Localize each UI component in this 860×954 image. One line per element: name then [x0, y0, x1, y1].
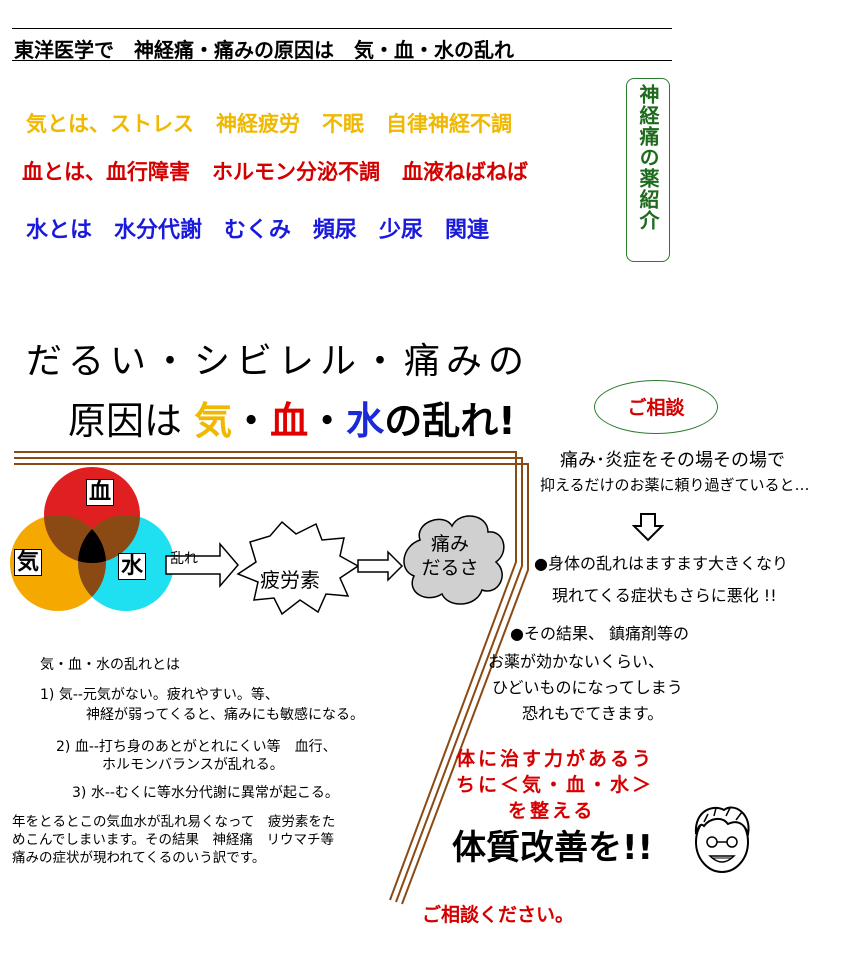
explanation-paragraph: 痛みの症状が現われてくるのいう訳です。	[12, 850, 266, 866]
warning-subheading: 抑えるだけのお薬に頼り過ぎていると…	[540, 476, 810, 494]
bullet2-line2: お薬が効かないくらい、	[488, 652, 665, 671]
pain-label-line2: だるさ	[421, 557, 479, 579]
ki-item: 不眠	[322, 112, 364, 136]
headline-line1: だるい・シビレル・痛みの	[26, 341, 531, 382]
headline-ketsu: 血	[270, 399, 309, 443]
healing-line3: を整える	[508, 800, 596, 822]
medicine-intro-label[interactable]: 神経痛の薬紹介	[636, 84, 660, 231]
venn-overlap-ketsu-mizu	[78, 515, 140, 563]
venn-label-ki: 気	[14, 549, 43, 576]
explanation-item1-b: 神経が弱ってくると、痛みにも敏感になる。	[86, 707, 365, 723]
pharmacist-face-icon	[694, 806, 750, 873]
mizu-item: 少尿	[378, 218, 423, 243]
arrow-down-icon	[632, 513, 664, 542]
pain-label-line1: 痛み	[430, 533, 469, 555]
headline-dot: ・	[232, 399, 271, 443]
ki-item: 気とは、ストレス	[26, 112, 194, 136]
pain-label: 痛み だるさ	[402, 532, 498, 580]
bullet2-line1: ●その結果、 鎮痛剤等の	[510, 624, 690, 643]
bullet2-line3: ひどいものになってしまう	[492, 678, 683, 697]
bullet2-line4: 恐れもでてきます。	[522, 704, 664, 723]
mizu-summary-line: 水とは水分代謝むくみ頻尿少尿関連	[26, 212, 511, 244]
mizu-item: 頻尿	[312, 218, 357, 243]
arrow-right-icon	[357, 550, 404, 582]
bullet1-line1: ●身体の乱れはますます大きくなり	[534, 554, 788, 573]
fatigue-label: 疲労素	[260, 568, 320, 592]
bullet1-line2: 現れてくる症状もさらに悪化 !!	[552, 586, 777, 605]
explanation-title: 気・血・水の乱れとは	[40, 657, 180, 673]
healing-line1: 体に治す力があるう	[456, 748, 655, 770]
healing-line2: ちに＜気・血・水＞	[456, 774, 655, 796]
footer-consult-link[interactable]: ご相談ください。	[422, 904, 575, 926]
medicine-intro-link[interactable]	[626, 78, 670, 262]
mizu-item: 水とは	[26, 218, 93, 243]
mizu-item: 水分代謝	[114, 218, 203, 243]
explanation-paragraph: めこんでしまいます。その結果 神経痛 リウマチ等	[12, 832, 334, 848]
ketsu-item: ホルモン分泌不調	[212, 160, 380, 184]
header-rule-bottom	[12, 60, 672, 61]
headline-suffix: の乱れ!	[384, 399, 516, 443]
ki-summary-line: 気とは、ストレス神経疲労不眠自律神経不調	[26, 108, 534, 138]
page-title: 東洋医学で 神経痛・痛みの原因は 気・血・水の乱れ	[14, 38, 514, 62]
ki-item: 神経疲労	[216, 112, 300, 136]
header-rule-top	[12, 28, 672, 29]
headline-ki: 気	[194, 399, 233, 443]
cause-label: 乱れ	[170, 551, 198, 567]
explanation-item2-a: 2) 血--打ち身のあとがとれにくい等 血行、	[56, 739, 337, 755]
headline-dot: ・	[308, 399, 347, 443]
venn-label-ketsu: 血	[86, 479, 115, 506]
headline-prefix: 原因は	[68, 399, 183, 443]
venn-overlap-ki-ketsu	[44, 515, 106, 563]
arrow-right-icon	[165, 541, 239, 589]
consult-button-label[interactable]: ご相談	[627, 397, 685, 419]
ketsu-item: 血とは、血行障害	[22, 160, 190, 184]
mizu-item: 関連	[444, 218, 489, 243]
explanation-item2-b: ホルモンバランスが乱れる。	[102, 757, 284, 773]
venn-label-mizu: 水	[118, 553, 147, 580]
starburst-shape	[236, 520, 360, 616]
ketsu-item: 血液ねばねば	[402, 160, 528, 184]
explanation-paragraph: 年をとるとこの気血水が乱れ易くなって 疲労素をた	[12, 814, 336, 830]
explanation-item1-a: 1) 気--元気がない。疲れやすい。等、	[40, 687, 279, 703]
warning-heading: 痛み･炎症をその場その場で	[560, 450, 785, 471]
headline-line2: 原因は 気・血・水の乱れ!	[68, 390, 516, 445]
headline-mizu: 水	[346, 399, 385, 443]
ketsu-summary-line: 血とは、血行障害ホルモン分泌不調血液ねばねば	[22, 156, 550, 186]
constitution-improvement-heading: 体質改善を!!	[452, 828, 654, 868]
consult-button[interactable]	[594, 380, 718, 434]
ki-item: 自律神経不調	[386, 112, 512, 136]
explanation-item3: 3) 水--むくに等水分代謝に異常が起こる。	[72, 785, 339, 801]
mizu-item: むくみ	[224, 218, 291, 243]
cloud-shape	[403, 515, 505, 605]
